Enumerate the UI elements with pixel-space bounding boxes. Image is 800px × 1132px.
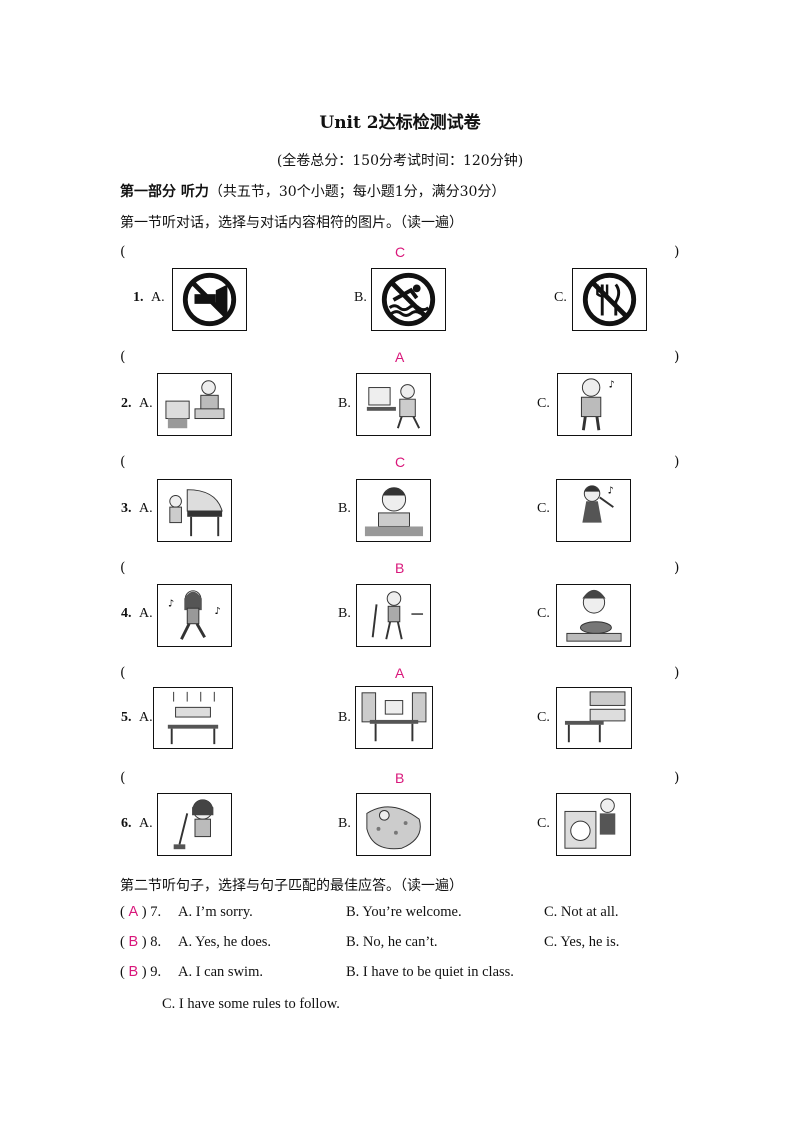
- option-c-label: C.: [554, 290, 567, 305]
- option-b[interactable]: B. No, he can’t.: [346, 934, 438, 950]
- doing-laundry-picture[interactable]: [556, 793, 631, 856]
- option-b-label: B.: [338, 501, 351, 516]
- question-number: 6.: [121, 816, 132, 831]
- boy-using-computer-picture[interactable]: [356, 373, 431, 436]
- option-b-label: B.: [338, 710, 351, 725]
- answer-paren-open: (: [120, 665, 126, 681]
- option-b[interactable]: B. You’re welcome.: [346, 904, 462, 920]
- girl-sweeping-floor-picture[interactable]: [157, 793, 232, 856]
- option-c[interactable]: C. Not at all.: [544, 904, 619, 920]
- answer-value: C: [395, 244, 406, 260]
- option-c-label: C.: [537, 710, 550, 725]
- question-number: 5.: [121, 710, 132, 725]
- kitchen-room-picture[interactable]: [556, 687, 632, 749]
- answer-value: B: [395, 770, 405, 786]
- answer-value: A: [128, 904, 139, 920]
- boy-doing-chores-picture[interactable]: [356, 584, 431, 647]
- svg-text:♪: ♪: [214, 606, 220, 617]
- section-one-instruction: 第一节听对话，选择与对话内容相符的图片。（读一遍）: [120, 215, 463, 231]
- answer-value: A: [395, 665, 405, 681]
- question-number: 9.: [150, 964, 162, 980]
- option-a[interactable]: A. I can swim.: [178, 964, 263, 980]
- answer-value: A: [395, 349, 405, 365]
- option-a-label: A.: [139, 606, 153, 621]
- dining-room-picture[interactable]: [153, 687, 233, 749]
- option-a-label: A.: [139, 501, 153, 516]
- option-b-label: B.: [338, 816, 351, 831]
- answer-paren-close: ): [674, 560, 680, 576]
- answer-slot: ( B ) 8.: [120, 934, 162, 950]
- boy-watching-tv-picture[interactable]: [157, 373, 232, 436]
- answer-paren-close: ): [674, 770, 680, 786]
- option-c-label: C.: [537, 816, 550, 831]
- girl-reading-picture[interactable]: [356, 479, 431, 542]
- girl-playing-piano-picture[interactable]: [157, 479, 232, 542]
- svg-text:♪: ♪: [608, 486, 614, 497]
- option-c[interactable]: C. Yes, he is.: [544, 934, 620, 950]
- answer-value: B: [395, 560, 405, 576]
- option-c-label: C.: [537, 501, 550, 516]
- answer-paren-close: ): [674, 454, 680, 470]
- answer-paren-open: (: [120, 560, 126, 576]
- option-b[interactable]: B. I have to be quiet in class.: [346, 964, 514, 980]
- option-a[interactable]: A. Yes, he does.: [178, 934, 272, 950]
- question-number: 3.: [121, 501, 132, 516]
- question-number: 1.: [133, 290, 144, 305]
- option-a[interactable]: A. I’m sorry.: [178, 904, 253, 920]
- option-c-label: C.: [537, 396, 550, 411]
- girl-dancing-picture[interactable]: ♪♪: [157, 584, 232, 647]
- question-number: 4.: [121, 606, 132, 621]
- answer-slot: ( B ) 9.: [120, 964, 162, 980]
- option-a-label: A.: [139, 710, 153, 725]
- no-swimming-sign-icon[interactable]: [371, 268, 446, 331]
- question-number: 8.: [150, 934, 162, 950]
- option-a-label: A.: [139, 396, 153, 411]
- option-c[interactable]: C. I have some rules to follow.: [162, 996, 340, 1012]
- question-number: 2.: [121, 396, 132, 411]
- option-b-label: B.: [338, 606, 351, 621]
- answer-paren-open: (: [120, 349, 126, 365]
- boy-cooking-picture[interactable]: [556, 584, 631, 647]
- answer-paren-open: (: [120, 454, 126, 470]
- girl-playing-violin-picture[interactable]: ♪: [556, 479, 631, 542]
- exam-info: (全卷总分：150分考试时间：120分钟): [276, 153, 524, 169]
- answer-paren-open: (: [120, 770, 126, 786]
- answer-paren-close: ): [674, 244, 680, 260]
- answer-value: B: [128, 934, 139, 950]
- boy-singing-picture[interactable]: ♪: [557, 373, 632, 436]
- no-honking-sign-icon[interactable]: [172, 268, 247, 331]
- answer-slot: ( A ) 7.: [120, 904, 162, 920]
- option-b-label: B.: [338, 396, 351, 411]
- svg-text:♪: ♪: [168, 598, 174, 609]
- option-c-label: C.: [537, 606, 550, 621]
- svg-text:♪: ♪: [609, 380, 615, 391]
- answer-value: B: [128, 964, 139, 980]
- answer-paren-close: ): [674, 665, 680, 681]
- option-b-label: B.: [354, 290, 367, 305]
- part-one-desc: （共五节，30个小题；每小题1分，满分30分）: [208, 184, 506, 200]
- section-two-instruction: 第二节听句子，选择与句子匹配的最佳应答。（读一遍）: [120, 878, 463, 894]
- making-bed-picture[interactable]: [356, 793, 431, 856]
- part-one-name: 第一部分 听力: [120, 184, 209, 200]
- question-number: 7.: [150, 904, 162, 920]
- answer-paren-close: ): [674, 349, 680, 365]
- answer-value: C: [395, 454, 406, 470]
- option-a-label: A.: [151, 290, 165, 305]
- no-eating-sign-icon[interactable]: [572, 268, 647, 331]
- answer-paren-open: (: [120, 244, 126, 260]
- study-room-picture[interactable]: [355, 686, 433, 749]
- option-a-label: A.: [139, 816, 153, 831]
- part-one-heading: 第一部分 听力（共五节，30个小题；每小题1分，满分30分）: [120, 181, 505, 201]
- page-title: Unit 2达标检测试卷: [319, 113, 481, 133]
